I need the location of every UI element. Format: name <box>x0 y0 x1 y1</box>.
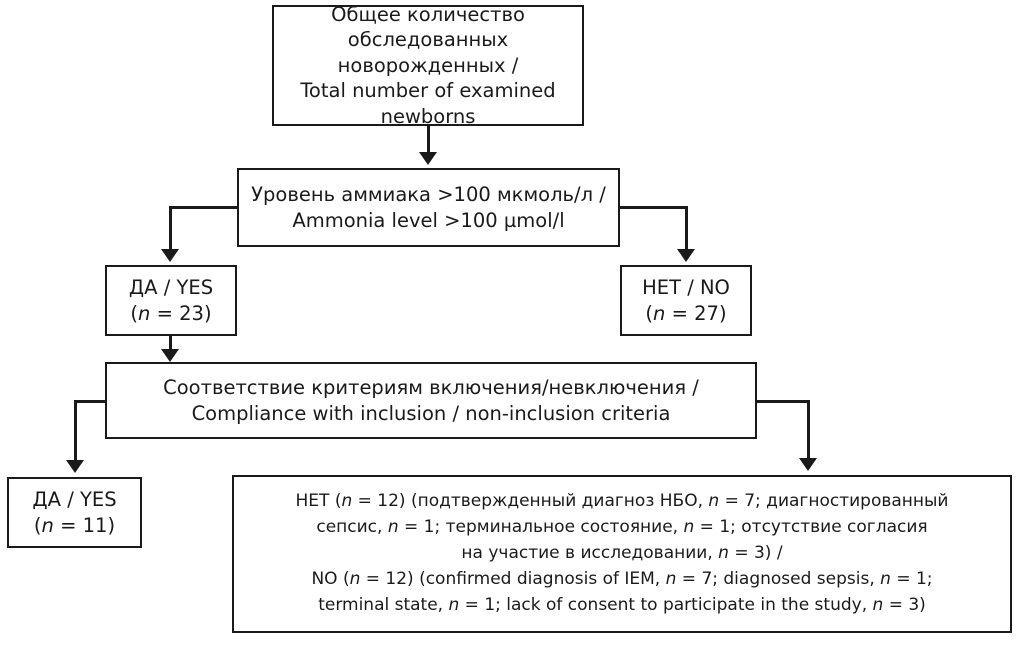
node-criteria-no-details[interactable]: НЕТ (n = 12) (подтвержденный диагноз НБО… <box>232 475 1012 633</box>
connector-criteria-right-vertical <box>807 400 810 460</box>
equals-sign: = <box>150 301 180 325</box>
arrowhead-yes23-to-criteria <box>161 349 179 362</box>
node-criteria-yes-count: (n = 11) <box>34 514 115 537</box>
connector-criteria-left-horizontal <box>74 400 107 403</box>
paren-open: ( <box>130 301 139 325</box>
n-symbol: n <box>683 517 695 538</box>
node-ammonia-yes-text: ДА / YES(n = 23) <box>107 275 235 326</box>
count-value: 23 <box>179 301 204 325</box>
node-criteria-no-text: НЕТ (n = 12) (подтвержденный диагноз НБО… <box>295 491 949 615</box>
count-value: 27 <box>694 301 719 325</box>
count-value: 11 <box>82 513 108 537</box>
node-ammonia-yes-label: ДА / YES <box>128 276 214 300</box>
arrowhead-ammonia-to-no <box>677 249 695 262</box>
arrowhead-ammonia-to-yes <box>161 249 179 262</box>
connector-ammonia-left-horizontal <box>169 206 239 209</box>
node-criteria-yes[interactable]: ДА / YES(n = 11) <box>7 477 142 548</box>
n-symbol: n <box>448 594 460 615</box>
paren-open: ( <box>33 513 42 537</box>
connector-ammonia-right-horizontal <box>618 206 688 209</box>
node-ammonia-yes[interactable]: ДА / YES(n = 23) <box>105 265 237 336</box>
paren-close: ) <box>718 301 727 325</box>
node-ammonia-no-count: (n = 27) <box>645 302 726 325</box>
n-symbol: n <box>138 301 151 325</box>
connector-criteria-left-vertical <box>74 400 77 462</box>
n-symbol: n <box>872 594 884 615</box>
n-symbol: n <box>718 543 729 564</box>
paren-close: ) <box>107 513 116 537</box>
n-symbol: n <box>653 301 666 325</box>
arrowhead-total-to-ammonia <box>419 152 437 165</box>
node-ammonia-yes-count: (n = 23) <box>130 302 211 325</box>
equals-sign: = <box>665 301 695 325</box>
node-criteria-yes-label: ДА / YES <box>32 488 117 512</box>
node-criteria-yes-text: ДА / YES(n = 11) <box>9 487 140 538</box>
node-inclusion-criteria[interactable]: Соответствие критериям включения/невключ… <box>105 362 757 439</box>
node-ammonia-no[interactable]: НЕТ / NO(n = 27) <box>620 265 752 336</box>
n-symbol: n <box>41 513 54 537</box>
node-ammonia-no-text: НЕТ / NO(n = 27) <box>622 275 750 326</box>
n-symbol: n <box>341 491 353 512</box>
node-ammonia-level-criterion[interactable]: Уровень аммиака >100 мкмоль/л / Ammonia … <box>237 168 620 247</box>
n-symbol: n <box>349 568 361 589</box>
n-symbol: n <box>880 568 891 589</box>
n-symbol: n <box>665 568 677 589</box>
connector-criteria-right-horizontal <box>755 400 810 403</box>
connector-total-to-ammonia <box>427 126 430 154</box>
paren-open: ( <box>645 301 654 325</box>
node-ammonia-text: Уровень аммиака >100 мкмоль/л / Ammonia … <box>251 183 606 232</box>
paren-close: ) <box>203 301 212 325</box>
node-ammonia-no-label: НЕТ / NO <box>642 276 730 300</box>
connector-ammonia-left-vertical <box>169 206 172 251</box>
arrowhead-criteria-to-no12 <box>799 458 817 471</box>
node-total-text: Общее количество обследованных новорожде… <box>300 3 556 128</box>
node-total-examined-newborns[interactable]: Общее количество обследованных новорожде… <box>272 3 584 128</box>
connector-ammonia-right-vertical <box>685 206 688 251</box>
connector-yes23-to-criteria <box>169 336 172 350</box>
equals-sign: = <box>53 513 83 537</box>
arrowhead-criteria-to-yes11 <box>66 460 84 473</box>
n-symbol: n <box>708 491 720 512</box>
node-criteria-text: Соответствие критериям включения/невключ… <box>163 376 699 425</box>
n-symbol: n <box>387 517 399 538</box>
